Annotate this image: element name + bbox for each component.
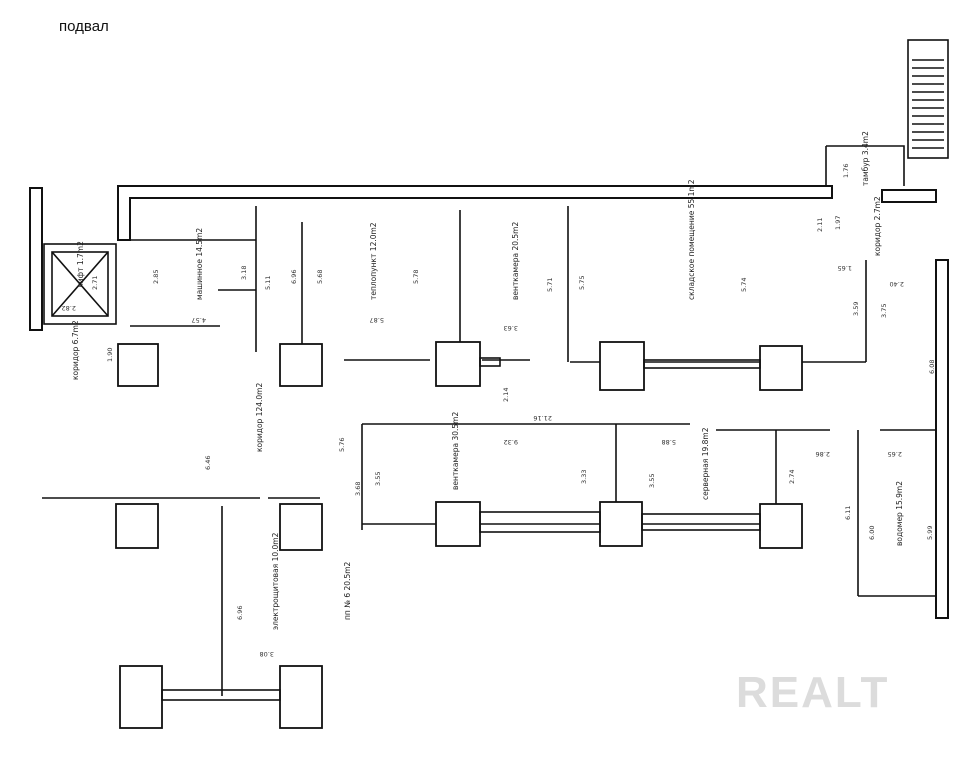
columns [115, 341, 803, 729]
partitions [42, 206, 936, 696]
dim: 5.71 [546, 278, 554, 292]
dim: 3.08 [260, 650, 274, 658]
dim: 5.76 [338, 438, 346, 452]
room-label-ventchamber2: венткамера 30.5m2 [451, 412, 460, 490]
room-label-6: пп № 6 20.5m2 [343, 561, 352, 620]
dim: 2.14 [502, 388, 510, 402]
page-title: подвал [59, 18, 109, 35]
dim: 1.76 [842, 164, 850, 178]
dim: 5.99 [926, 526, 934, 540]
dim: 5.11 [264, 276, 272, 290]
dim: 6.46 [204, 456, 212, 470]
dim: 1.65 [838, 264, 852, 272]
room-label-corridor-small: коридор 2.7m2 [873, 196, 882, 256]
room-label-stair-lobby: коридор 6.7m2 [71, 320, 80, 380]
dim: 5.87 [370, 316, 384, 324]
dim: 1.97 [834, 216, 842, 230]
dim: 3.55 [648, 474, 656, 488]
room-label-heat: теплопункт 12.0m2 [369, 222, 378, 300]
room-label-tambour: тамбур 3.4m2 [861, 131, 870, 186]
dim: 3.18 [240, 266, 248, 280]
dim: 6.08 [928, 360, 936, 374]
realt-watermark: REALT [736, 668, 890, 717]
dim: 2.82 [62, 304, 76, 312]
room-label-lift: лифт 1.7m2 [76, 241, 85, 288]
room-label-storage: складское помещение 55.1m2 [687, 179, 696, 300]
dim: 2.74 [788, 470, 796, 484]
dim: 2.11 [816, 218, 824, 232]
dim: 2.65 [888, 450, 902, 458]
dim: 5.78 [412, 270, 420, 284]
beams [161, 357, 761, 701]
dim: 3.59 [852, 302, 860, 316]
dim: 5.68 [316, 270, 324, 284]
dim: 9.32 [504, 438, 518, 446]
west-wall-top [29, 187, 43, 331]
dim: 3.63 [504, 324, 518, 332]
dim: 2.86 [816, 450, 830, 458]
dim: 6.96 [236, 606, 244, 620]
dim: 3.75 [880, 304, 888, 318]
dim: 6.96 [290, 270, 298, 284]
room-label-machine: машинное 14.5m2 [195, 228, 204, 300]
dim: 3.55 [374, 472, 382, 486]
dim-lift: 2.71 [91, 276, 99, 290]
room-label-vent: венткамера 20.5m2 [511, 222, 520, 300]
dim: 2.40 [890, 280, 904, 288]
dim: 6.11 [844, 506, 852, 520]
dim: 21.16 [533, 414, 552, 422]
room-label-server: серверная 19.8m2 [701, 427, 710, 500]
room-label-water: водомер 15.9m2 [895, 481, 904, 546]
north-wall [117, 185, 833, 241]
dim: 4.57 [192, 316, 206, 324]
dim: 5.88 [662, 438, 676, 446]
dim: 5.75 [578, 276, 586, 290]
lift-cabin [51, 251, 109, 317]
east-wall [935, 259, 949, 619]
stair-shaft [907, 39, 949, 159]
dim: 6.00 [868, 526, 876, 540]
dim: 5.74 [740, 278, 748, 292]
room-label-corridor-main: коридор 124.0m2 [255, 383, 264, 452]
dim: 3.68 [354, 482, 362, 496]
lift-cross-b [51, 251, 109, 317]
tambour-walls [825, 145, 905, 186]
stair-treads [912, 59, 944, 149]
east-upper-wall [881, 189, 937, 203]
lift-shaft [43, 243, 117, 325]
dim: 2.85 [152, 270, 160, 284]
dimensions: 2.85 3.18 5.11 6.96 5.68 5.78 5.75 5.71 … [62, 164, 936, 658]
dim: 1.90 [106, 348, 114, 362]
dim: 3.33 [580, 470, 588, 484]
room-label-electric: электрощитовая 10.0m2 [271, 532, 280, 630]
